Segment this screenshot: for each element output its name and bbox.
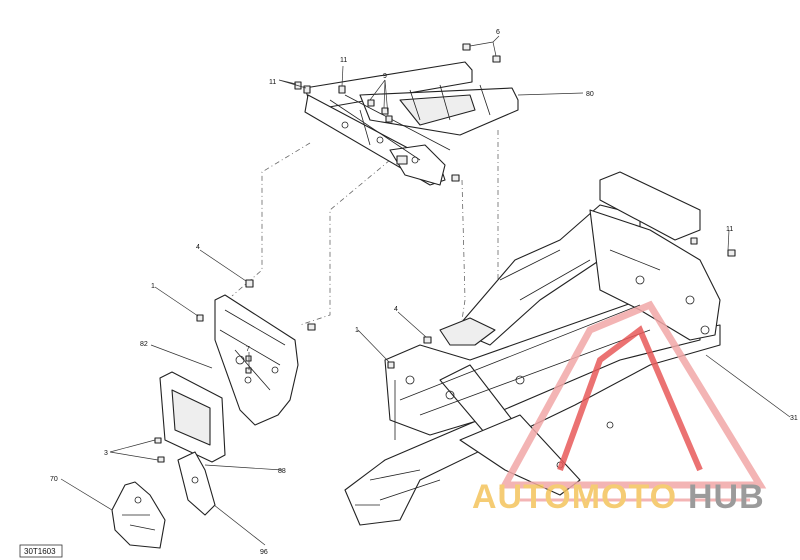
- bolt-icon: [385, 115, 393, 123]
- callout-1-center: 1: [355, 327, 359, 334]
- callout-80: 80: [586, 91, 594, 98]
- figure-id-box: 30T1603: [19, 544, 63, 558]
- bracket-88: [177, 451, 216, 516]
- callout-3: 3: [104, 450, 108, 457]
- callout-88: 88: [278, 468, 286, 475]
- nut-icon: [451, 174, 460, 182]
- callout-1-left: 1: [151, 283, 155, 290]
- callout-11-top: 11: [340, 57, 347, 64]
- callout-4-center: 4: [394, 306, 398, 313]
- alignment-lines: [231, 130, 499, 326]
- callout-6: 6: [496, 29, 500, 36]
- bolt-icon: [367, 99, 375, 107]
- upper-subframe-80: [304, 61, 519, 186]
- front-bracket-82: [214, 294, 299, 426]
- fasteners-main: [387, 237, 736, 369]
- skid-plate: [159, 371, 226, 463]
- callout-82: 82: [140, 341, 148, 348]
- nut-icon: [492, 55, 501, 63]
- callout-96: 96: [260, 549, 268, 556]
- watermark-text-automoto: AUTOMOTO: [472, 478, 677, 516]
- leader-lines: [60, 35, 791, 546]
- mount-70: [111, 481, 166, 549]
- callout-11-left: 11: [269, 79, 276, 86]
- callout-31: 31: [790, 415, 798, 422]
- bolt-icon: [381, 107, 389, 115]
- figure-id: 30T1603: [24, 547, 56, 556]
- callout-labels: 11 11 6 9 80 4 4 1 1 82 7 3 88 70 96 31 …: [50, 29, 798, 556]
- bolt-icon: [303, 85, 311, 94]
- callout-11-right: 11: [726, 226, 733, 233]
- main-frame-31: [344, 171, 721, 526]
- callout-70: 70: [50, 476, 58, 483]
- callout-4-left: 4: [196, 244, 200, 251]
- callout-7: 7: [246, 346, 250, 353]
- watermark-text-hub: HUB: [688, 478, 765, 516]
- watermark-logo: AUTOMOTO HUB: [472, 300, 767, 516]
- callout-9: 9: [383, 73, 387, 80]
- fasteners-left: [154, 279, 316, 463]
- nut-icon: [462, 43, 471, 51]
- bolt-icon: [338, 85, 346, 94]
